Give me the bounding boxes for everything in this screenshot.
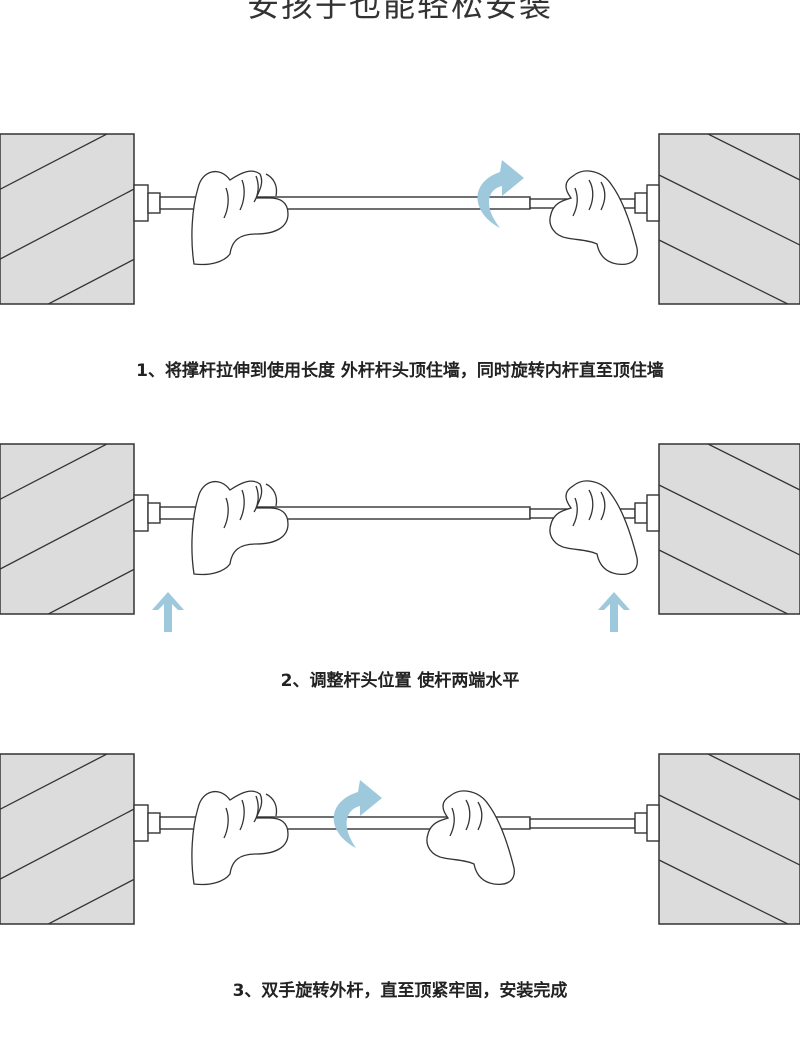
- step-2-caption: 2、调整杆头位置 使杆两端水平: [280, 671, 520, 691]
- rotate-arrow-icon: [333, 780, 382, 848]
- right-wall: [658, 753, 800, 925]
- right-wall: [658, 133, 800, 305]
- hand-icon: [549, 170, 638, 266]
- step-1-caption: 1、将撑杆拉伸到使用长度 外杆杆头顶住墙，同时旋转内杆直至顶住墙: [136, 361, 664, 381]
- up-arrow-icon: [598, 592, 630, 632]
- step-3-illustration: 3、双手旋转外杆，直至顶紧牢固，安装完成: [0, 750, 800, 1060]
- left-wall: [0, 133, 135, 305]
- hand-icon: [191, 170, 289, 266]
- hand-icon: [426, 790, 515, 886]
- rotate-arrow-icon: [477, 160, 524, 228]
- right-wall: [658, 443, 800, 615]
- page-title: 安孩子也能轻松安装: [246, 0, 553, 24]
- hand-icon: [191, 790, 289, 886]
- up-arrow-icon: [152, 592, 184, 632]
- hand-icon: [191, 480, 289, 576]
- hand-icon: [549, 480, 638, 576]
- step-2-illustration: 2、调整杆头位置 使杆两端水平: [0, 440, 800, 750]
- left-wall: [0, 753, 135, 925]
- step-1-illustration: 1、将撑杆拉伸到使用长度 外杆杆头顶住墙，同时旋转内杆直至顶住墙: [0, 130, 800, 440]
- step-3-caption: 3、双手旋转外杆，直至顶紧牢固，安装完成: [232, 981, 568, 1001]
- left-wall: [0, 443, 135, 615]
